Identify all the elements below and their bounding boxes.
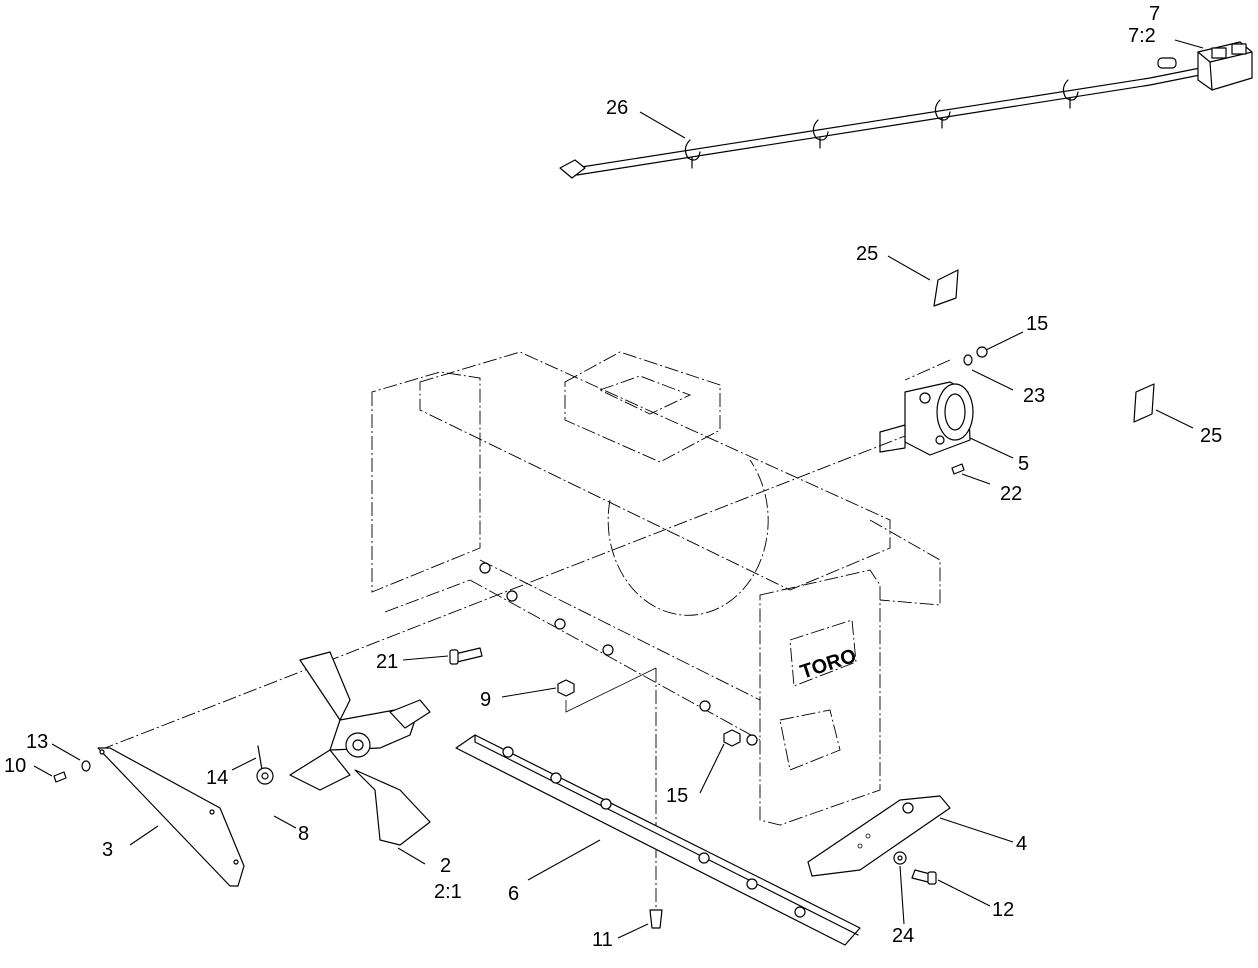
decal-part-25-right [1133,383,1155,423]
callout-12: 12 [992,899,1014,921]
callout-7-2: 7:2 [1128,25,1156,47]
washer-part-23 [963,354,973,366]
carriage-bolt-part-11 [649,909,663,929]
nut-part-8 [256,767,274,785]
hydraulic-motor-part-5 [879,381,974,456]
callout-7: 7 [1149,3,1160,25]
callout-5: 5 [1018,453,1029,475]
callout-13: 13 [26,731,48,753]
nut-part-15-mid [723,729,741,747]
washer-part-24 [893,851,907,865]
callout-14: 14 [206,767,228,789]
side-plate-part-3 [97,747,245,887]
callout-11: 11 [592,929,613,951]
washer-part-13 [81,760,91,772]
nut-part-9 [557,667,657,713]
nut-part-15-top [976,346,988,358]
impeller-part-2 [289,651,431,846]
decal-part-25-top [933,269,959,307]
callout-21: 21 [376,651,398,673]
callout-15-mid: 15 [666,785,688,807]
callout-10: 10 [4,755,26,777]
callout-15-top: 15 [1026,313,1048,335]
callout-22: 22 [1000,483,1022,505]
callout-26: 26 [606,97,628,119]
callout-labels: 26 7 7:2 25 15 23 25 5 22 21 9 13 10 14 … [4,3,1222,951]
toro-logo-text: TORO [798,645,859,684]
callout-2-1: 2:1 [434,881,462,903]
wire-harness-part-26 [559,57,1201,179]
key-part-22 [951,463,965,475]
callout-25-right: 25 [1200,425,1222,447]
callout-23: 23 [1023,385,1045,407]
leader-lines [33,39,1204,939]
skid-shoe-part-4 [807,795,951,877]
bolt-part-21 [449,647,483,665]
switch-box-part-7 [1197,41,1253,91]
bolt-part-12 [911,869,937,885]
callout-2: 2 [440,855,451,877]
blower-housing [371,351,941,826]
callout-8: 8 [298,823,309,845]
callout-6: 6 [508,883,519,905]
pin-part-14 [257,745,263,771]
callout-9: 9 [480,689,491,711]
callout-4: 4 [1016,833,1027,855]
housing-hardware [479,562,758,746]
shaft-axis-line [99,359,951,751]
callout-3: 3 [102,839,113,861]
scraper-bar-part-6 [455,734,861,946]
callout-25-top: 25 [856,243,878,265]
callout-24: 24 [892,925,914,947]
screw-part-10 [53,771,67,783]
